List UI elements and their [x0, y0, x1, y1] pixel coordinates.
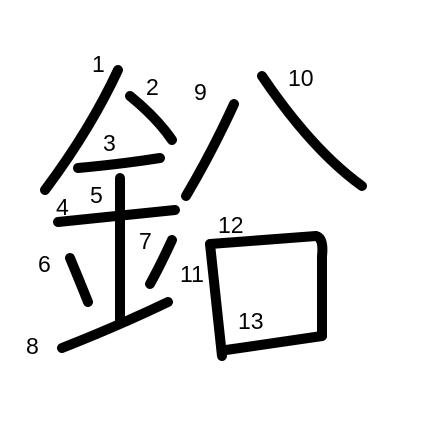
stroke-number-11: 11 [180, 261, 204, 287]
stroke-13 [221, 331, 327, 355]
stroke-9 [181, 99, 239, 201]
stroke-number-10: 10 [288, 65, 314, 91]
stroke-number-6: 6 [38, 251, 51, 277]
stroke-number-1: 1 [92, 51, 105, 77]
stroke-number-8: 8 [26, 333, 39, 359]
stroke-12 [205, 231, 328, 341]
stroke-1 [40, 65, 123, 195]
stroke-number-9: 9 [194, 79, 207, 105]
stroke-2 [125, 91, 177, 145]
stroke-7 [145, 235, 177, 289]
stroke-8 [57, 297, 173, 353]
stroke-3 [73, 153, 165, 173]
stroke-10 [257, 71, 367, 191]
stroke-number-3: 3 [103, 130, 116, 156]
stroke-number-12: 12 [218, 212, 244, 238]
stroke-number-4: 4 [56, 194, 69, 220]
stroke-number-2: 2 [146, 74, 159, 100]
stroke-11 [205, 239, 227, 361]
stroke-number-7: 7 [139, 228, 152, 254]
stroke-6 [65, 253, 93, 307]
stroke-number-5: 5 [90, 182, 103, 208]
stroke-number-13: 13 [238, 308, 264, 334]
